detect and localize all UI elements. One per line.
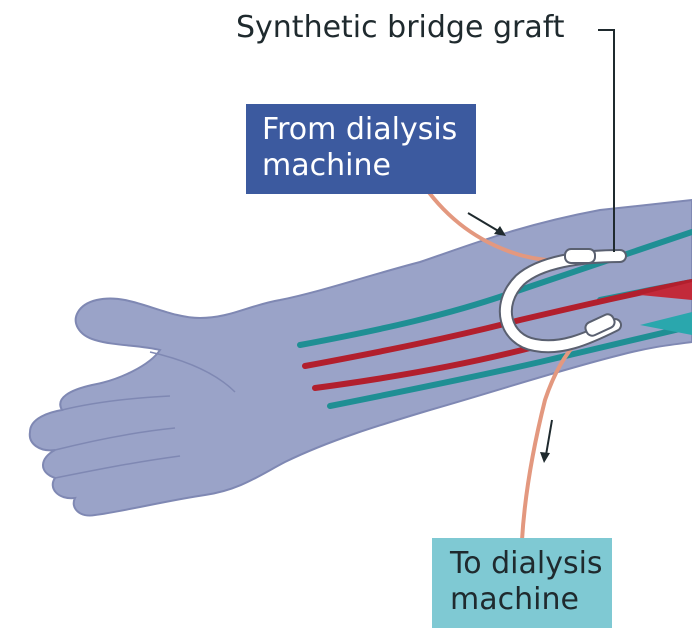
to-machine-line2: machine <box>450 582 612 618</box>
graft-label: Synthetic bridge graft <box>236 10 596 50</box>
outflow-arrow <box>540 420 552 463</box>
from-machine-line2: machine <box>262 148 476 184</box>
from-machine-line1: From dialysis <box>262 112 476 148</box>
to-machine-line1: To dialysis <box>450 546 612 582</box>
to-machine-box: To dialysis machine <box>432 538 612 628</box>
from-machine-box: From dialysis machine <box>246 104 476 194</box>
needle-top <box>565 249 595 263</box>
